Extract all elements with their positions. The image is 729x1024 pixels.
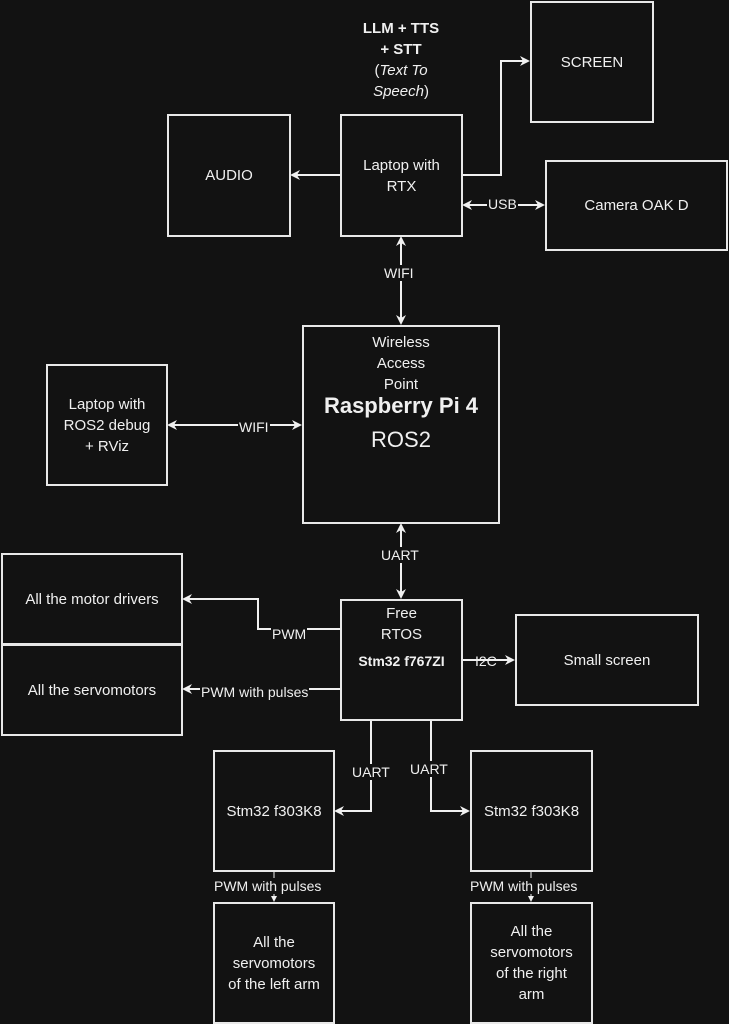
node-right-arm: All the servomotors of the right arm [470,902,593,1024]
edge-label-wifi-left: WIFI [238,419,270,435]
right-arm-line4: arm [518,986,545,1003]
rpi-title: Raspberry Pi 4 [323,393,479,418]
node-left-arm: All the servomotors of the left arm [213,902,335,1024]
edge-label-usb: USB [487,196,518,212]
note-line1: LLM + TTS [362,20,440,37]
note-line4: Speech) [373,83,429,100]
node-small-screen: Small screen [515,614,699,706]
node-screen-label: SCREEN [560,53,624,71]
note-line3: (Text To [374,62,428,79]
node-laptop-ros2: Laptop with ROS2 debug + RViz [46,364,168,486]
edge-label-i2c: I2C [475,653,497,669]
node-camera-label: Camera OAK D [584,197,689,214]
laptop-ros2-line1: Laptop with [68,395,146,413]
node-camera: Camera OAK D [545,160,728,251]
node-stm32-left: Stm32 f303K8 [213,750,335,872]
edge-uart-right [430,720,470,816]
edge-label-pwm-right: PWM with pulses [469,878,579,894]
motor-drivers-label: All the motor drivers [25,590,159,608]
small-screen-label: Small screen [563,651,651,669]
node-laptop-rtx: Laptop with RTX [340,114,463,237]
stm-main-line2: RTOS [380,626,423,643]
node-stm32-f767: Free RTOS Stm32 f767ZI [340,599,463,721]
edge-label-pwm-left: PWM with pulses [213,878,323,894]
rpi-line2: Access [376,355,426,372]
edge-uart-left [334,720,372,816]
note-line2: + STT [380,41,422,58]
laptop-ros2-line2: ROS2 debug [63,416,151,434]
edge-pwm [182,594,340,630]
edge-laptop-screen [462,56,530,176]
servomotors-label: All the servomotors [27,681,157,699]
node-audio-label: AUDIO [205,167,253,184]
edge-label-pwm-pulses: PWM with pulses [200,684,310,700]
rpi-line3: Point [383,376,419,393]
node-stm32-right: Stm32 f303K8 [470,750,593,872]
stm-main-line1: Free [386,605,417,622]
edge-label-wifi-top: WIFI [383,265,415,281]
llm-tts-stt-note: LLM + TTS + STT (Text To Speech) [340,18,462,102]
left-arm-line1: All the [253,933,295,951]
rpi-subtitle: ROS2 [371,427,431,452]
laptop-rtx-line1: Laptop with [363,156,440,174]
edge-label-uart-main: UART [380,547,420,563]
node-screen: SCREEN [530,1,654,123]
left-arm-line2: servomotors [232,954,316,972]
right-arm-line3: of the right [496,965,567,982]
node-motor-drivers: All the motor drivers [1,553,183,645]
node-servomotors: All the servomotors [1,644,183,736]
laptop-ros2-line3: + RViz [84,437,130,455]
edge-label-uart-right: UART [409,761,449,777]
left-arm-line3: of the left arm [228,975,320,993]
stm-right-label: Stm32 f303K8 [483,802,580,820]
right-arm-line2: servomotors [490,944,573,961]
stm-main-title: Stm32 f767ZI [358,653,445,669]
node-raspberry-pi: Wireless Access Point Raspberry Pi 4 ROS… [302,325,500,524]
edge-label-uart-left: UART [351,764,391,780]
laptop-rtx-line2: RTX [386,177,417,195]
edge-label-pwm: PWM [271,626,308,642]
stm-left-label: Stm32 f303K8 [226,802,322,820]
rpi-line1: Wireless [372,334,430,351]
right-arm-line1: All the [510,923,553,940]
node-audio: AUDIO [167,114,291,237]
